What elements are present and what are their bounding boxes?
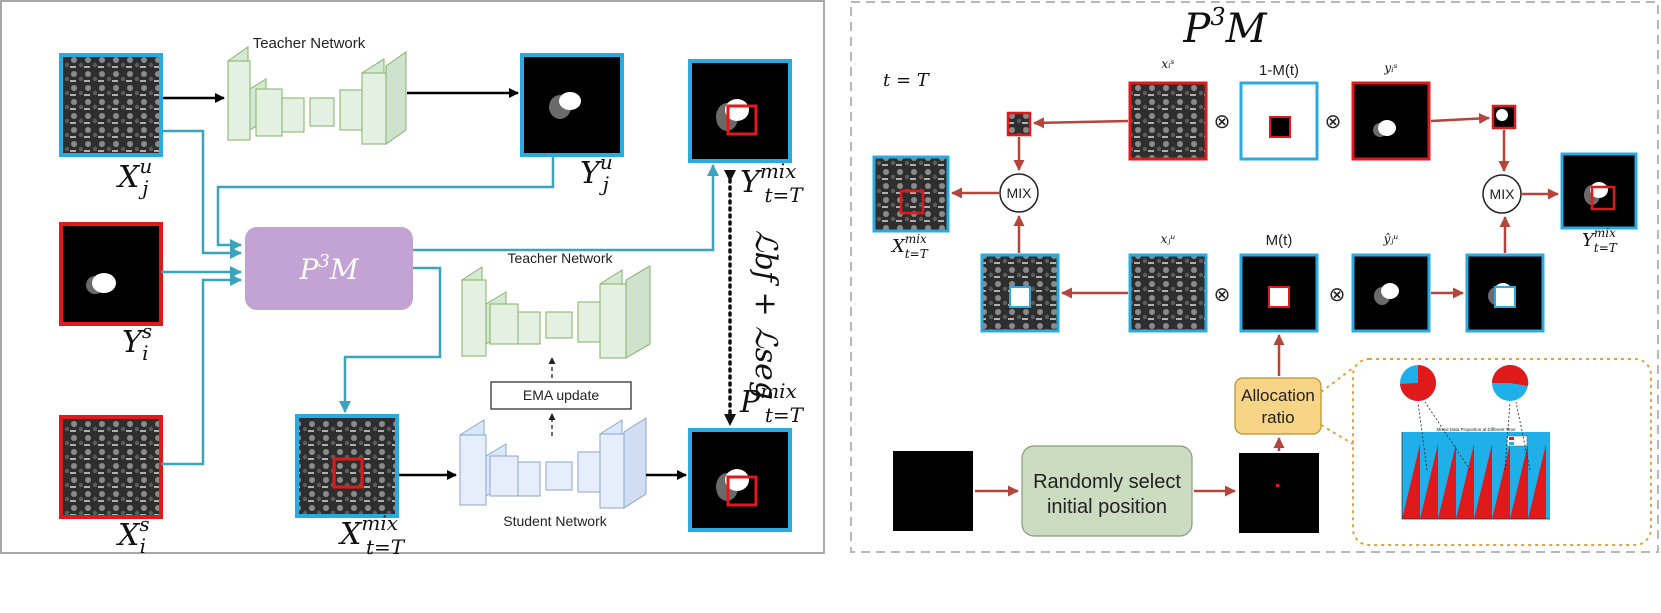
m-t-image [1239,253,1319,333]
svg-text:Randomly select: Randomly select [1033,471,1181,493]
one-minus-m-image [1239,81,1319,161]
arrow-p3m-ymix [413,164,719,252]
mix-node-right: MIX [1482,174,1522,214]
arrow-xju-p3m [161,129,242,259]
pie-pointer-2 [1424,401,1471,471]
yis-patch [1491,104,1517,130]
xju-image [59,53,163,157]
xmix-small-image [872,155,950,233]
yis-small-image [1351,81,1431,161]
pie-pointer-1 [1417,401,1428,471]
svg-text:MIX: MIX [1490,186,1516,202]
p3m-title: P3M [1182,3,1267,52]
arrow-xis-p3m [161,274,242,466]
xis-image [59,415,163,519]
teacher-network-top-label: Teacher Network [253,35,366,52]
pie-chart-right [1492,364,1529,401]
yis-image [59,222,163,326]
xmix-image [295,414,399,518]
student-network-label: Student Network [503,513,607,529]
random-select-box: Randomly select initial position [1021,445,1193,537]
yju-image [520,53,624,157]
arrow-yis-patch [1430,113,1490,125]
svg-text:initial position: initial position [1047,496,1167,518]
teacher-network-mid-label: Teacher Network [507,250,613,266]
t-equals-T: t = T [883,70,931,91]
svg-text:P3M: P3M [299,251,360,286]
yju-masked-image [1465,253,1545,333]
mini-proportion-chart: Mixed Data Proportion at Different Time [1401,427,1550,520]
pie-chart-left [1400,365,1436,401]
ymix-small-image [1560,152,1638,230]
initial-position-image [1239,453,1319,533]
arrow-xis-patch [1033,117,1129,129]
p3m-block: P3M [245,227,413,310]
xis-patch [1006,111,1032,137]
teacher-network-top [227,46,407,145]
arrow-p3m-xmix [339,266,442,413]
yju-small-label: ŷⱼᵘ [1383,232,1399,246]
m-t-label: M(t) [1266,232,1293,249]
otimes-1: ⊗ [1214,111,1231,133]
ymix-image [688,59,792,163]
yju-small-image [1351,253,1431,333]
xis-small-image [1128,81,1208,161]
blank-black-image [893,451,973,531]
xju-masked-image [980,253,1060,333]
xju-small-label: xⱼᵘ [1161,232,1176,246]
otimes-3: ⊗ [1214,284,1231,306]
pie-pointer-3 [1504,401,1511,471]
pie-pointer-4 [1515,401,1531,471]
allocation-ratio-box: Allocation ratio [1234,377,1322,435]
loss-label: ℒbf + ℒseg [748,230,783,400]
yis-small-label: yᵢˢ [1383,61,1397,75]
teacher-network-mid [461,265,651,359]
pmix-image [688,428,792,532]
student-network [459,417,647,509]
mix-node-left: MIX [999,173,1039,213]
otimes-2: ⊗ [1325,111,1342,133]
xju-small-image [1128,253,1208,333]
svg-text:ratio: ratio [1261,408,1294,427]
xis-small-label: xᵢˢ [1161,57,1174,71]
ema-update-label: EMA update [523,387,599,403]
ema-update-box [490,381,632,410]
one-minus-m-label: 1-M(t) [1259,62,1299,79]
svg-text:MIX: MIX [1007,185,1033,201]
otimes-4: ⊗ [1329,284,1346,306]
svg-text:Mixed Data Proportion at Diffe: Mixed Data Proportion at Different Time [1437,427,1516,432]
arrow-yju-p3m [216,157,555,251]
svg-text:Allocation: Allocation [1241,386,1315,405]
